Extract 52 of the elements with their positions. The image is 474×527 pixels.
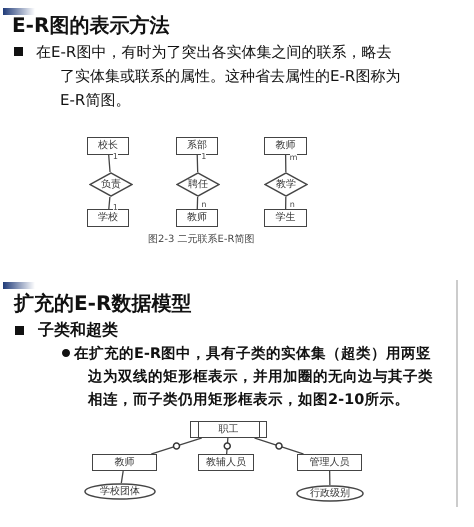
relationship-diamond: [89, 172, 133, 197]
paragraph: 在E-R图中，有时为了突出各实体集之间的联系，略去了实体集或联系的属性。这种省去属性的E-R图称为E-R简图。: [36, 42, 402, 111]
node-label: 学校: [98, 213, 118, 223]
node-label: 教辅人员: [206, 458, 246, 468]
connector-line: [196, 154, 198, 172]
supertype-box: [190, 421, 267, 438]
section-heading: 扩充的E-R数据模型: [14, 290, 192, 316]
node-label: 系部: [187, 141, 207, 151]
entity-box: [264, 209, 307, 227]
connector-line: [196, 196, 198, 210]
cardinality-label: 1: [201, 152, 206, 161]
connector-line: [120, 470, 124, 484]
node-label: 教师: [187, 213, 207, 223]
node-label: 职工: [218, 424, 238, 434]
entity-box: [176, 209, 218, 227]
relationship-diamond: [176, 172, 220, 197]
node-label: 学生: [276, 213, 296, 223]
connector-line: [284, 197, 286, 209]
subheading: 子类和超类: [38, 320, 119, 341]
cardinality-label: n: [201, 201, 206, 210]
node-label: 管理人员: [310, 458, 350, 468]
node-label: 教学: [276, 180, 296, 190]
attribute-ellipse: [84, 483, 156, 500]
connector-line: [284, 155, 286, 172]
connector-line: [328, 470, 331, 486]
figure-caption: 图2-3 二元联系E-R简图: [148, 232, 254, 246]
node-label: 负责: [101, 180, 121, 190]
entity-box: [297, 454, 362, 471]
entity-box: [87, 137, 129, 155]
node-label: 教师: [276, 141, 296, 151]
node-label: 校长: [98, 141, 118, 151]
entity-box: [198, 454, 254, 471]
paragraph: 在扩充的E-R图中，具有子类的实体集（超类）用两竖边为双线的矩形框表示，并用加圈的无向边与其子类相连，而子类仍用矩形框表示，如图2-10所示。: [74, 344, 434, 410]
relationship-diamond: [264, 172, 308, 197]
node-label: 教师: [114, 458, 134, 468]
attribute-ellipse: [296, 485, 364, 502]
connector-line: [226, 438, 228, 454]
connector-line: [254, 437, 304, 455]
entity-box: [176, 137, 218, 155]
connector-line: [108, 196, 111, 210]
node-label: 行政级别: [310, 488, 350, 498]
node-label: 聘任: [188, 180, 208, 190]
cardinality-label: 1: [112, 152, 118, 161]
entity-box: [264, 137, 307, 155]
node-label: 学校团体: [100, 486, 140, 496]
cardinality-label: n: [290, 201, 295, 210]
section-heading: E-R图的表示方法: [12, 12, 170, 38]
cardinality-label: 1: [112, 204, 118, 212]
entity-box: [92, 454, 157, 471]
entity-box: [87, 209, 129, 227]
connector-line: [151, 437, 202, 455]
connector-line: [108, 154, 111, 172]
